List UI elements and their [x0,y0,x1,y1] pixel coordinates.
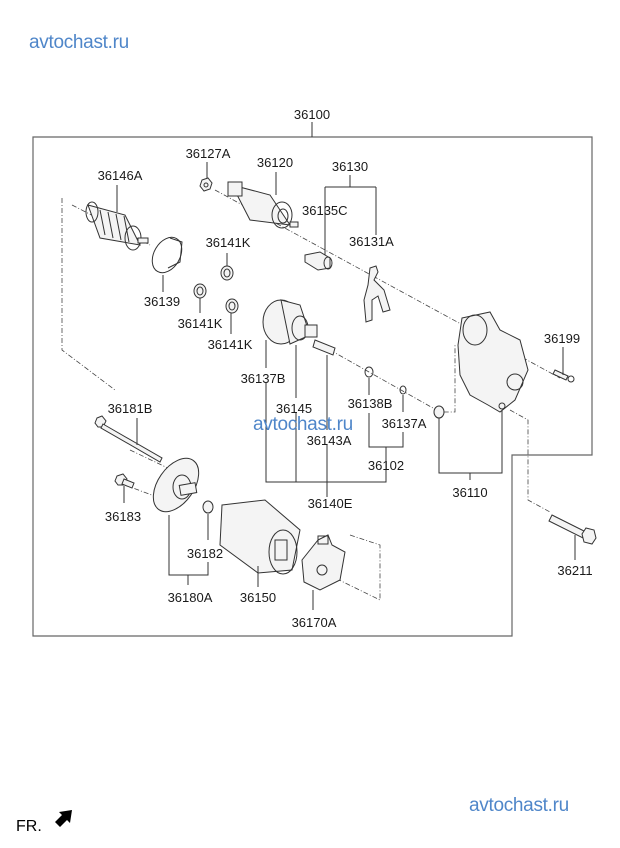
label-36180A[interactable]: 36180A [168,590,213,605]
bracket-36180A [168,515,209,585]
nut-part[interactable] [199,177,213,192]
watermark-bottom-right: avtochast.ru [469,795,569,816]
bracket-36110 [438,410,503,480]
shift-lever-part[interactable] [363,265,391,323]
assembly-frame [32,136,593,637]
planetary-gear-part-2[interactable] [193,283,207,299]
planetary-gear-part-3[interactable] [225,298,239,314]
solenoid-switch-part[interactable] [227,181,299,229]
label-36140E[interactable]: 36140E [308,496,353,511]
rear-bushing-part[interactable] [202,500,214,514]
label-36199[interactable]: 36199 [544,331,580,346]
axis-line-drive [329,345,456,413]
label-36135C[interactable]: 36135C [302,203,348,218]
label-36182[interactable]: 36182 [187,546,223,561]
label-36170A[interactable]: 36170A [292,615,337,630]
bracket-36102 [368,413,404,455]
label-36183[interactable]: 36183 [105,509,141,524]
label-36139[interactable]: 36139 [144,294,180,309]
label-36130[interactable]: 36130 [332,159,368,174]
axis-line-armature [61,198,116,391]
small-bolt-part[interactable] [552,369,575,383]
label-36127A[interactable]: 36127A [186,146,231,161]
label-36143A[interactable]: 36143A [307,433,352,448]
brush-holder-part[interactable] [301,534,346,591]
label-36131A[interactable]: 36131A [349,234,394,249]
label-36141K-c[interactable]: 36141K [208,337,253,352]
bracket-36130 [324,175,377,258]
planetary-gear-part-1[interactable] [220,265,234,281]
label-36137B[interactable]: 36137B [241,371,286,386]
label-36102[interactable]: 36102 [368,458,404,473]
label-36120[interactable]: 36120 [257,155,293,170]
axis-line-brush [334,534,381,601]
front-orientation-label: FR. [16,818,42,835]
label-36110[interactable]: 36110 [452,485,487,500]
yoke-assembly-part[interactable] [219,499,301,575]
axis-line-thru-bolt [129,449,173,471]
stop-ring-part[interactable] [364,366,374,378]
label-36150[interactable]: 36150 [240,590,276,605]
watermark-top-left: avtochast.ru [29,32,129,53]
label-36137A[interactable]: 36137A [382,416,427,431]
rear-bracket-part[interactable] [144,450,208,520]
label-36141K-a[interactable]: 36141K [206,235,251,250]
bushing-part[interactable] [433,405,445,419]
label-36211[interactable]: 36211 [557,563,592,578]
front-housing-part[interactable] [457,311,529,413]
snap-ring-part[interactable] [399,385,407,395]
through-bolt-part[interactable] [94,415,163,463]
watermark-middle: avtochast.ru [253,414,353,435]
brush-holder-plate-part[interactable] [146,232,188,278]
assembly-label: 36100 [294,107,330,122]
mounting-bolt-part[interactable] [548,514,597,545]
plunger-part[interactable] [304,251,333,271]
label-36146A[interactable]: 36146A [98,168,143,183]
screw-part[interactable] [114,473,135,489]
label-36181B[interactable]: 36181B [108,401,153,416]
label-36145[interactable]: 36145 [276,401,312,416]
axis-line-bolt [509,409,551,513]
overrunning-clutch-part[interactable] [262,299,336,356]
armature-part[interactable] [85,201,149,251]
front-direction-arrow-icon [55,810,72,827]
bracket-36140E [265,383,387,497]
label-36138B[interactable]: 36138B [348,396,393,411]
label-36141K-b[interactable]: 36141K [178,316,223,331]
